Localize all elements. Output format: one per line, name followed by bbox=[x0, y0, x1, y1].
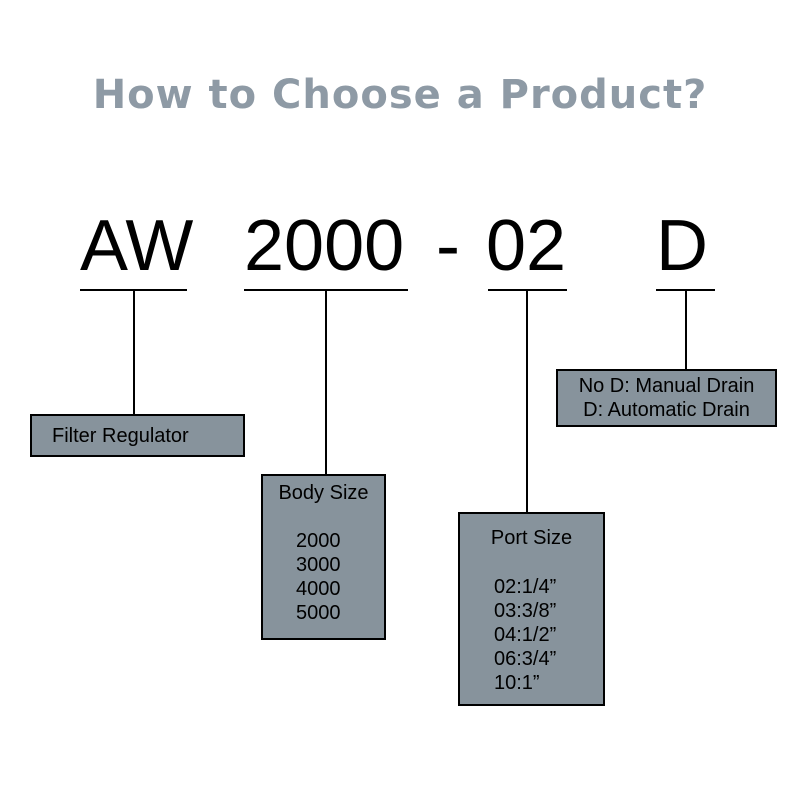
drain-option: No D: Manual Drain bbox=[578, 375, 755, 397]
connector-drain bbox=[685, 290, 687, 370]
page-title: How to Choose a Product? bbox=[92, 72, 708, 118]
code-dash: - bbox=[436, 206, 460, 286]
body-size-option: 5000 bbox=[296, 602, 341, 624]
body-size-title: Body Size bbox=[278, 482, 369, 504]
body-size-option: 2000 bbox=[296, 530, 341, 552]
series-label: Filter Regulator bbox=[52, 425, 189, 447]
connector-port-size bbox=[526, 290, 528, 514]
drain-option: D: Automatic Drain bbox=[583, 399, 750, 421]
code-drain: D bbox=[656, 206, 708, 286]
port-size-option: 02:1/4” bbox=[494, 576, 557, 598]
code-series: AW bbox=[80, 206, 194, 286]
connector-body-size bbox=[325, 290, 327, 475]
port-size-list: 02:1/4” 03:3/8” 04:1/2” 06:3/4” 10:1” bbox=[494, 575, 556, 695]
code-port-size: 02 bbox=[486, 206, 567, 286]
port-size-title: Port Size bbox=[490, 527, 573, 549]
port-size-option: 06:3/4” bbox=[494, 648, 557, 670]
drain-box: No D: Manual Drain D: Automatic Drain bbox=[556, 369, 777, 427]
port-size-option: 10:1” bbox=[494, 672, 540, 694]
port-size-option: 04:1/2” bbox=[494, 624, 557, 646]
port-size-option: 03:3/8” bbox=[494, 600, 557, 622]
body-size-box: Body Size 2000 3000 4000 5000 bbox=[261, 474, 386, 640]
body-size-option: 4000 bbox=[296, 578, 341, 600]
body-size-option: 3000 bbox=[296, 554, 341, 576]
series-box: Filter Regulator bbox=[30, 414, 245, 457]
code-body-size: 2000 bbox=[244, 206, 405, 286]
body-size-list: 2000 3000 4000 5000 bbox=[296, 529, 341, 625]
port-size-box: Port Size 02:1/4” 03:3/8” 04:1/2” 06:3/4… bbox=[458, 512, 605, 706]
connector-series bbox=[133, 290, 135, 416]
drain-list: No D: Manual Drain D: Automatic Drain bbox=[558, 374, 775, 422]
